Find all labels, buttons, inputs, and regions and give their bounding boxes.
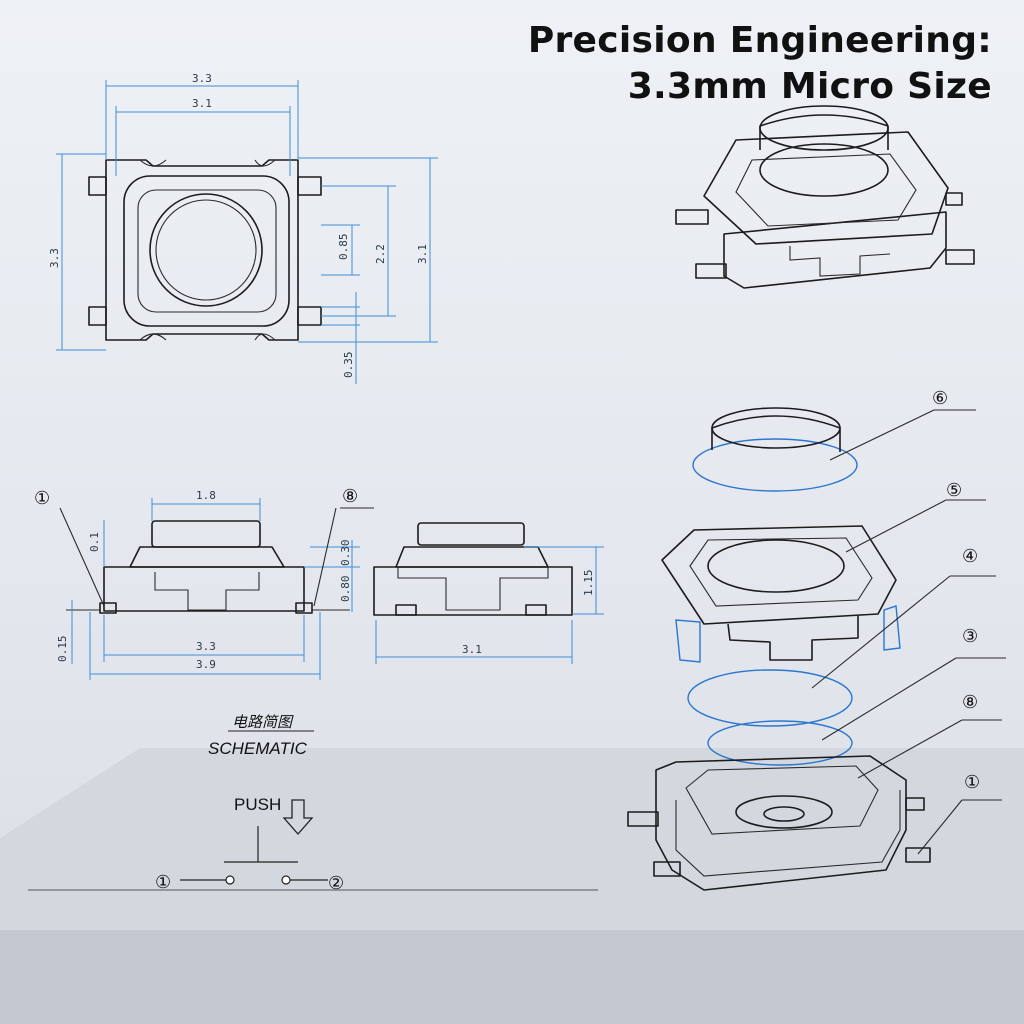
top-view-dimensions: 3.3 3.1 3.3 0.85 2.2 3.1 0.35 xyxy=(48,72,438,384)
table-edge xyxy=(0,930,1024,1024)
dim-width-total: 3.9 xyxy=(196,658,216,671)
dim-height-left: 3.3 xyxy=(48,248,61,268)
part-dome xyxy=(687,669,853,727)
schematic-title-en: SCHEMATIC xyxy=(208,739,308,758)
side-callouts: ① ⑧ xyxy=(34,486,374,607)
push-arrow-icon xyxy=(282,799,314,835)
callout-4: ④ xyxy=(962,546,978,567)
headline-line-2: 3.3mm Micro Size xyxy=(627,66,992,107)
dim-width-outer: 3.3 xyxy=(192,72,212,85)
dim-width-body: 3.3 xyxy=(196,640,216,653)
side-view-drawing xyxy=(66,520,350,614)
callout-5: ⑤ xyxy=(946,480,962,501)
end-view-dimensions: 1.15 3.1 xyxy=(375,546,604,664)
side-view-dimensions: 1.8 0.1 0.30 0.80 0.15 3.3 3.9 xyxy=(56,489,360,680)
dim-pin-width: 0.35 xyxy=(342,352,355,379)
dim-end-height: 1.15 xyxy=(582,570,595,597)
part-base xyxy=(627,755,931,891)
callout-8-right: ⑧ xyxy=(962,692,978,713)
callout-8-left: ⑧ xyxy=(342,486,358,507)
headline-line-1: Precision Engineering: xyxy=(527,20,992,61)
dim-end-width: 3.1 xyxy=(462,643,482,656)
exploded-view-illustration xyxy=(627,407,931,891)
dim-cap-width: 1.8 xyxy=(196,489,216,502)
callout-1-left: ① xyxy=(34,488,50,509)
exploded-callouts: ⑥ ⑤ ④ ③ ⑧ ① xyxy=(811,388,1006,855)
part-disc xyxy=(707,720,853,766)
dim-pin-pitch: 0.85 xyxy=(337,234,350,261)
dim-width-inner: 3.1 xyxy=(192,97,212,110)
part-frame xyxy=(661,525,901,663)
schematic-title-cn: 电路简图 xyxy=(232,713,294,731)
assembled-switch-illustration xyxy=(675,105,975,289)
dim-pin-span: 2.2 xyxy=(374,244,387,264)
end-view-drawing xyxy=(373,522,573,616)
top-view-drawing xyxy=(88,159,322,341)
schematic-pin-2: ② xyxy=(328,873,344,894)
callout-6: ⑥ xyxy=(932,388,948,409)
push-label: PUSH xyxy=(234,795,281,814)
headline: Precision Engineering: 3.3mm Micro Size xyxy=(528,18,992,110)
schematic: 电路简图 SCHEMATIC PUSH ① ② xyxy=(28,713,598,894)
dim-top: 0.1 xyxy=(88,532,101,552)
callout-1-right: ① xyxy=(964,772,980,793)
callout-3: ③ xyxy=(962,626,978,647)
dim-body: 0.30 xyxy=(339,540,352,567)
schematic-pin-1: ① xyxy=(155,872,171,893)
dim-base: 0.80 xyxy=(339,576,352,603)
dim-height-right: 3.1 xyxy=(416,244,429,264)
part-cap xyxy=(692,407,858,492)
dim-lead: 0.15 xyxy=(56,636,69,663)
